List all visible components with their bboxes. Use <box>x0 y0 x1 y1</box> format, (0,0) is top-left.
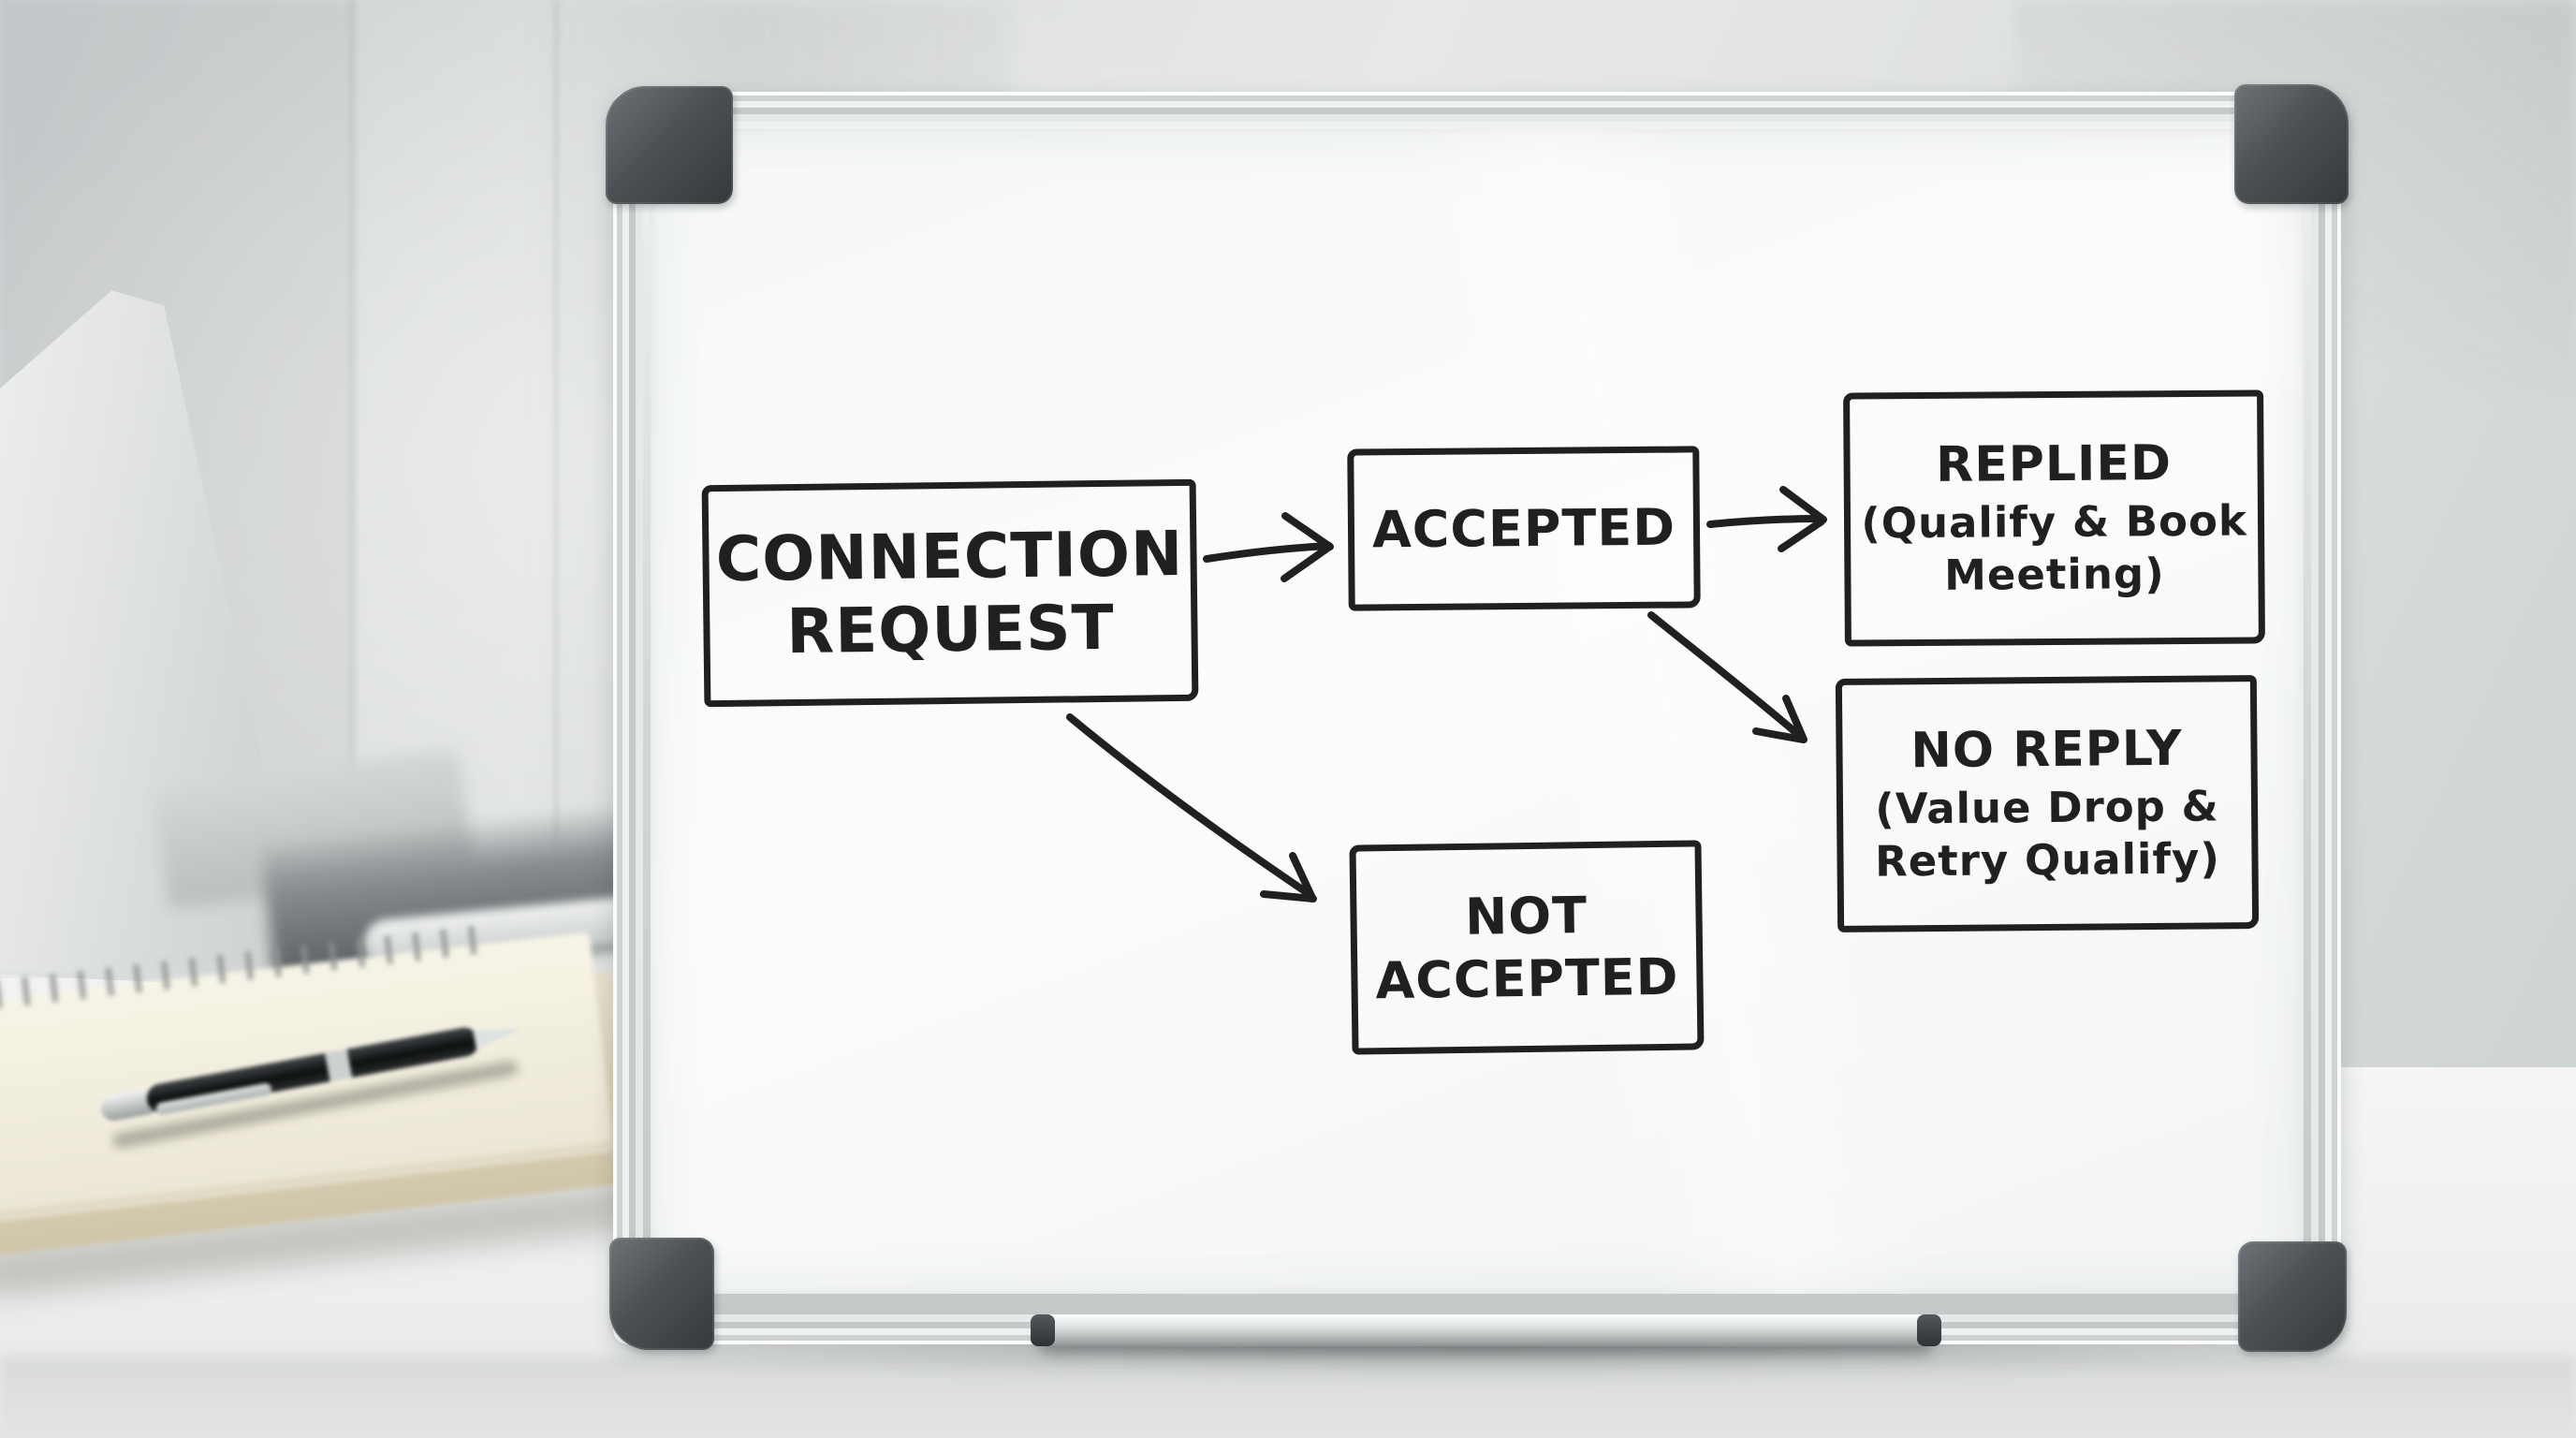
flowchart-node-connection-request: CONNECTION REQUEST <box>701 478 1199 708</box>
node-label-line: NOT <box>1464 885 1588 946</box>
whiteboard-sheen <box>651 129 2304 1294</box>
marker-tray <box>1031 1314 1941 1346</box>
whiteboard-surface <box>651 129 2304 1294</box>
flowchart-node-not-accepted: NOT ACCEPTED <box>1349 840 1705 1055</box>
frame-corner-cap <box>606 86 733 204</box>
node-label-line: NO REPLY <box>1910 720 2183 780</box>
node-label-line: Meeting) <box>1943 549 2165 601</box>
tray-end-cap <box>1917 1314 1941 1346</box>
flowchart-node-accepted: ACCEPTED <box>1347 446 1701 611</box>
node-label-line: (Value Drop & <box>1875 780 2220 834</box>
node-label-line: ACCEPTED <box>1371 497 1676 560</box>
flowchart-node-replied: REPLIED (Qualify & Book Meeting) <box>1843 389 2265 647</box>
frame-corner-cap <box>2234 84 2349 204</box>
node-label-line: CONNECTION <box>715 517 1184 595</box>
whiteboard <box>606 84 2349 1352</box>
node-label-line: (Qualify & Book <box>1861 495 2248 549</box>
node-label-line: REQUEST <box>785 591 1116 668</box>
node-label-line: ACCEPTED <box>1374 946 1679 1011</box>
desk-edge-shadow <box>0 1356 2576 1438</box>
tray-end-cap <box>1031 1314 1055 1346</box>
node-label-line: Retry Qualify) <box>1874 833 2221 887</box>
node-label-line: REPLIED <box>1935 435 2173 493</box>
frame-corner-cap <box>2238 1241 2347 1352</box>
wall-seam <box>554 0 558 927</box>
flowchart-node-no-reply: NO REPLY (Value Drop & Retry Qualify) <box>1835 675 2260 932</box>
pen-tip <box>473 1021 524 1049</box>
frame-corner-cap <box>609 1238 714 1350</box>
wall-seam <box>350 0 354 899</box>
